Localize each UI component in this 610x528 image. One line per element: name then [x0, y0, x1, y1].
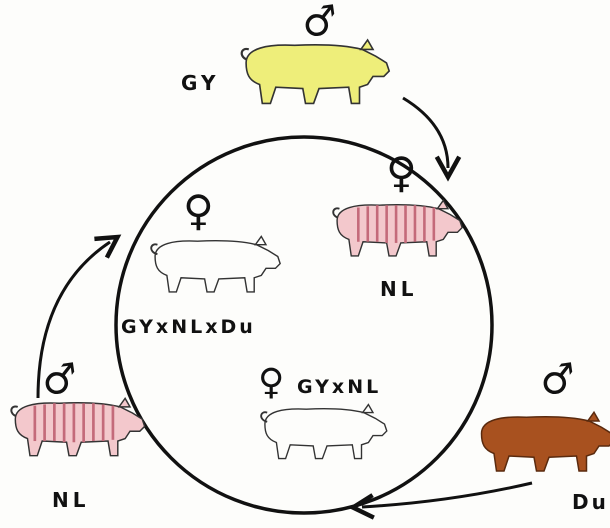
label-nl-inner: NL: [380, 279, 417, 299]
female-symbol-gy-nl: ♀: [258, 365, 284, 401]
pig-nl-boar: [11, 398, 144, 455]
male-symbol-gy: ♂: [299, 0, 340, 44]
female-symbol-nl: ♀: [386, 152, 417, 194]
label-gy: GY: [181, 73, 219, 93]
pig-triple-cross-sow: [148, 234, 294, 299]
pig-gy-boar: [242, 40, 390, 103]
female-symbol-triple-cross: ♀: [183, 190, 214, 232]
label-gy-nl-cross: GYxNL: [297, 378, 381, 397]
label-gy-nl-du-cross: GYxNLxDu: [121, 318, 256, 337]
label-du: Du: [572, 492, 609, 512]
pig-gy-nl-cross-sow: [258, 402, 401, 465]
pig-nl-sow: [333, 200, 462, 255]
label-nl-outer: NL: [52, 490, 89, 510]
male-symbol-du: ♂: [537, 358, 578, 403]
male-symbol-nl: ♂: [39, 358, 80, 403]
pig-du-boar: [482, 412, 610, 471]
